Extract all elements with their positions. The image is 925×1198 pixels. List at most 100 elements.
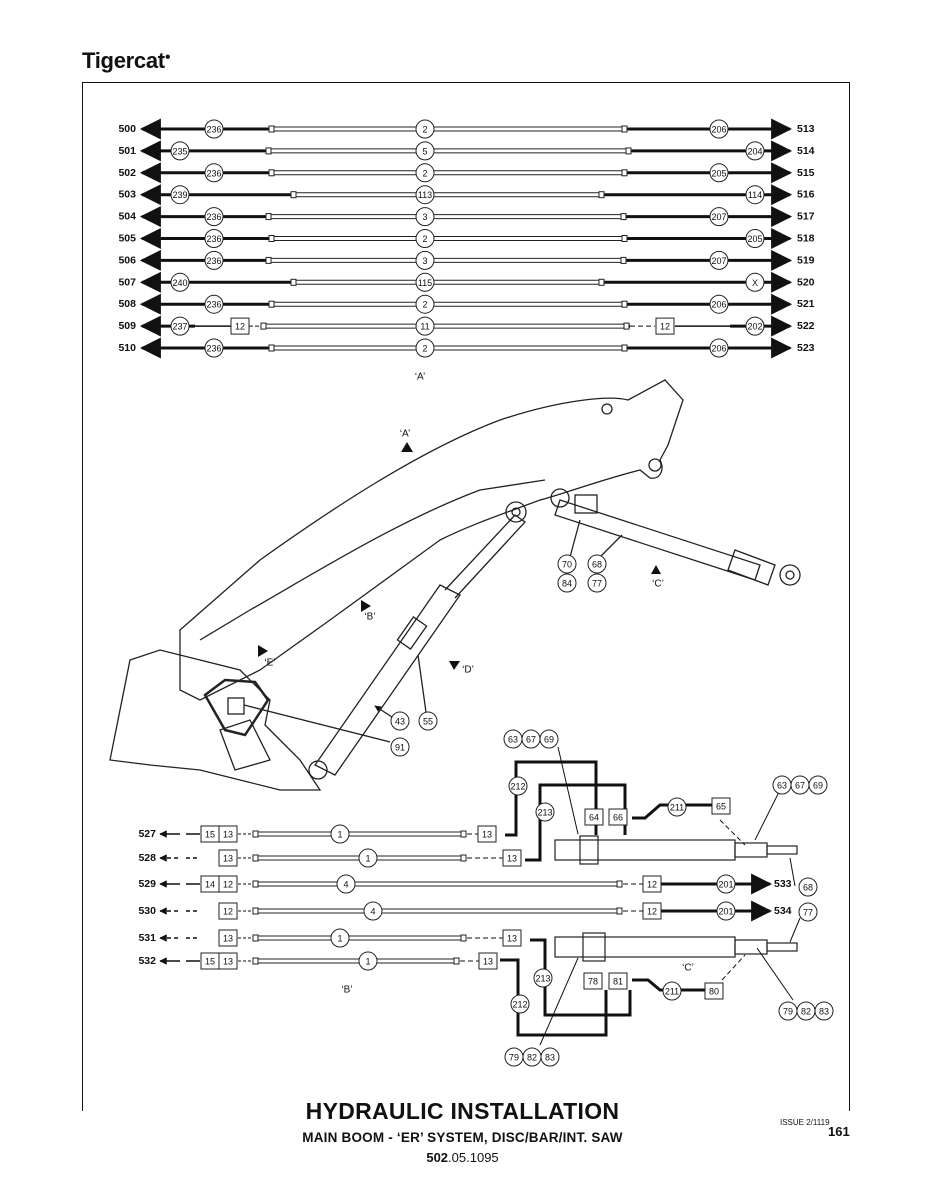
callout-43-circle [390,711,410,731]
upper-cylinder-valve [579,835,599,865]
right-fitting-label: X [752,278,758,288]
left-port-label: 502 [118,167,136,179]
upper-left-group-2-label: 69 [544,735,554,745]
lower-end-fitting-label: 13 [482,830,492,840]
hose-gap [273,300,623,309]
hose-tube-end-left [260,322,267,330]
hose-tube [268,300,628,308]
right-fitting-label: 202 [747,322,762,332]
callout-81-box: 81 [608,972,628,990]
callout-68-label: 68 [592,560,602,570]
hose-212-upper [505,760,598,837]
part-number: 502.05.1095 [0,1150,925,1165]
callout-65-rect [711,797,731,815]
right-fitting-label: 205 [747,234,762,244]
lower-hose-number-label: 4 [343,880,348,890]
right-fitting-circle [745,185,765,205]
right-fitting-callout: 205 [709,163,729,183]
upper-left-group-1-label: 67 [526,735,536,745]
left-port-label: 510 [118,342,136,354]
lower-out-fitting-callout: 201 [716,874,736,894]
callout-65-box: 65 [711,797,731,815]
lower-left-group-0-callout: 79 [504,1047,524,1067]
lower-right-group-0-callout: 79 [778,1001,798,1021]
hose-number-callout: 115 [415,272,435,292]
upper-cylinder-head [734,842,768,858]
hose-tube-end-left [268,125,275,133]
lower-cylinder-rod [766,942,798,952]
hose-211-upper [632,803,712,820]
left-fitting-label: 236 [206,125,221,135]
callout-211-lower-circle [662,981,682,1001]
lower-hose-number-callout: 1 [330,824,350,844]
boom-cylinder [314,584,461,776]
callout-70-circle [557,554,577,574]
hose-tube-end-left [268,300,275,308]
lower-out-fitting-label: 201 [718,907,733,917]
stick-cylinder-barrel [727,549,776,586]
left-fitting-callout: 240 [170,272,190,292]
hose-number-callout: 2 [415,229,435,248]
callout-70-label: 70 [562,560,572,570]
stick-cylinder-base [550,488,570,508]
hose-tube-end-left [265,147,272,155]
hose-tube-end-left [265,256,272,264]
callout-213-upper-callout: 213 [535,802,555,822]
callout-77-callout: 77 [587,573,607,593]
right-fitting-callout: 204 [745,141,765,161]
callout-66-box: 66 [608,808,628,826]
left-fitting-label: 236 [206,344,221,354]
hose-number-callout: 3 [415,250,435,270]
hose-number-label: 2 [422,125,427,135]
right-port-label: 521 [797,298,815,310]
right-fitting-callout: 207 [709,207,729,227]
cylinder-hoses [500,760,712,1037]
callout-213-upper-label: 213 [537,808,552,818]
right-fitting-circle [709,250,729,270]
left-fitting-circle [204,250,224,270]
left-fitting-circle [204,119,224,139]
hose-number-circle [415,338,435,358]
right-port-label: 523 [797,342,815,354]
left-port-label: 509 [118,320,136,332]
stick-cylinder-pin [785,570,795,580]
hose-number-circle [415,316,435,336]
lower-cylinder-head [734,939,768,955]
lower-end-fitting-label: 13 [507,934,517,944]
lower-hose-tube-end-right [453,957,460,965]
left-fitting-circle [204,338,224,358]
callout-70-callout: 70 [557,554,577,574]
view-label-c-lower: ‘C’ [682,963,694,974]
left-fitting-callout: 239 [170,185,190,205]
callout-211-upper-circle [667,797,687,817]
view-label-d: ‘D’ [462,665,474,676]
lower-fitting-box: 14 [200,875,220,893]
leader-91 [243,704,391,743]
lower-cylinder-valve [582,932,606,962]
right-fitting-circle [709,163,729,183]
hose-gap [270,146,627,155]
hose-number-callout: 2 [415,163,435,183]
callout-43-label: 43 [395,717,405,727]
callout-77-cyl-callout: 77 [798,902,818,922]
hose-gap [295,190,600,199]
right-fitting-callout: 206 [709,338,729,358]
lower-fitting-label: 13 [223,830,233,840]
hose-number-callout: 2 [415,338,435,358]
left-fitting-circle [204,163,224,183]
view-arrow-a [401,442,413,452]
lower-hose-number-label: 1 [337,830,342,840]
hose-tube [265,213,627,221]
hose-tube-end-right [598,278,605,286]
lower-hose-number-circle [330,928,350,948]
callout-213-upper-circle [535,802,555,822]
callout-68-cyl-label: 68 [803,883,813,893]
left-port-label: 500 [118,123,136,135]
